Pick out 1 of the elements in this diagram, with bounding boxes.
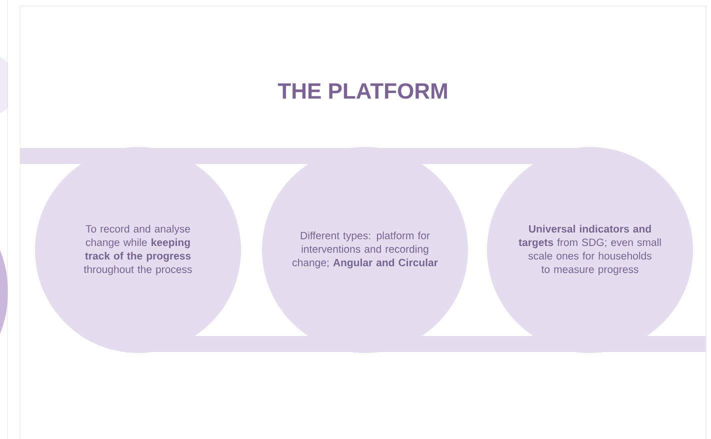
title: THE PLATFORM xyxy=(278,83,447,99)
